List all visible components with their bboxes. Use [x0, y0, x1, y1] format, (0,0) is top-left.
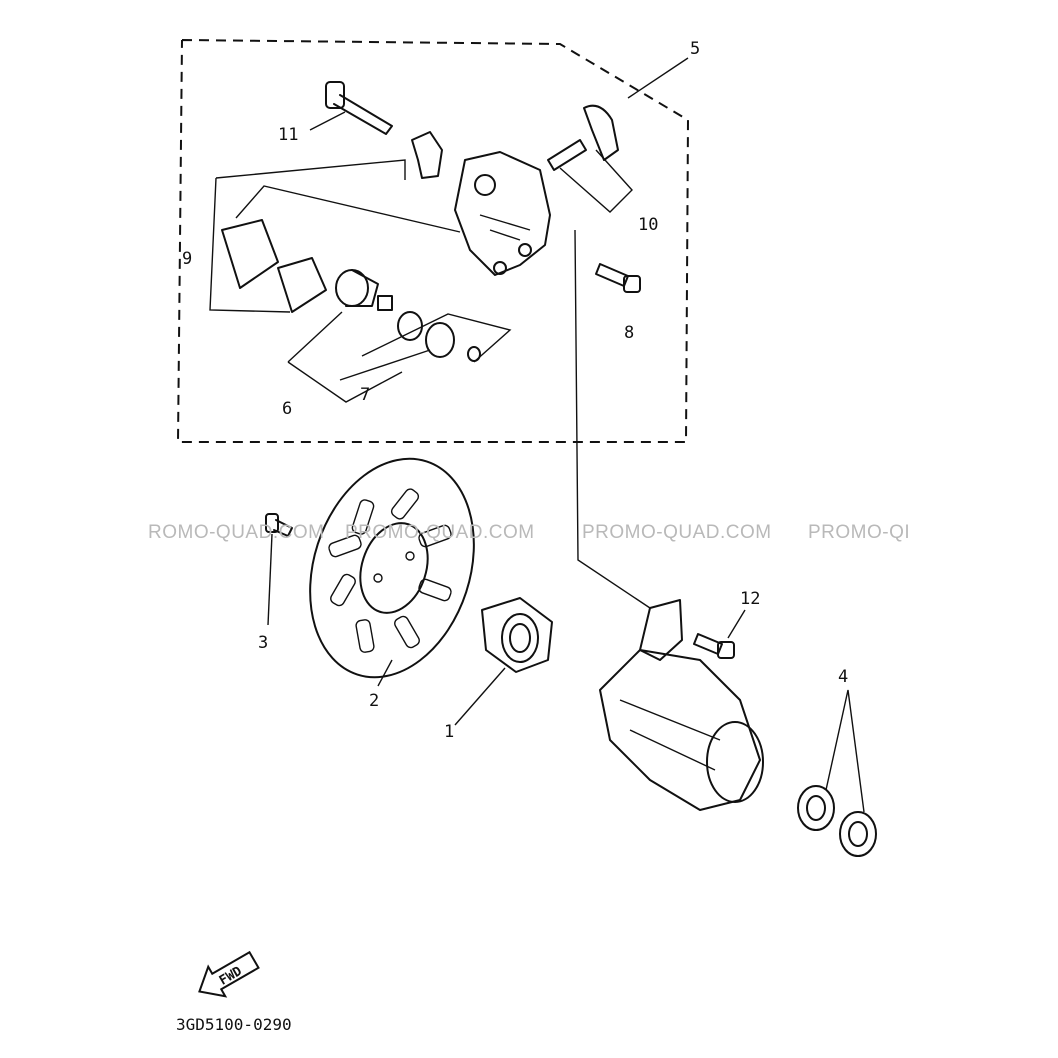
caliper-assembly-boundary: [176, 39, 690, 443]
watermark-2: PROMO-QUAD.COM: [345, 522, 535, 543]
watermark-1: ROMO-QUAD.COM: [148, 522, 324, 543]
callout-5: 5: [690, 39, 700, 59]
brake-pads: [221, 219, 327, 313]
callout-10: 10: [638, 215, 658, 235]
hub: [481, 597, 553, 673]
callout-1: 1: [444, 722, 454, 742]
callout-3: 3: [258, 633, 268, 653]
brake-disc: [309, 457, 475, 679]
mounting-bolt-8: [595, 263, 641, 293]
callout-9: 9: [182, 249, 192, 269]
watermark-4: PROMO-QI: [808, 522, 910, 543]
callout-7: 7: [360, 385, 370, 405]
disc-bolt: [265, 513, 293, 537]
mounting-bolt-12: [693, 633, 735, 659]
lock-nuts: [797, 785, 877, 857]
callout-12: 12: [740, 589, 760, 609]
watermark-3: PROMO-QUAD.COM: [582, 522, 772, 543]
pin-bolt: [325, 81, 393, 135]
bleed-screw: [547, 104, 619, 171]
callout-11: 11: [278, 125, 298, 145]
hub-housing: [599, 599, 764, 811]
caliper-body: [454, 151, 551, 276]
callout-8: 8: [624, 323, 634, 343]
callout-2: 2: [369, 691, 379, 711]
callout-6: 6: [282, 399, 292, 419]
diagram-code: 3GD5100-0290: [176, 1015, 292, 1034]
piston: [335, 269, 393, 311]
callout-4: 4: [838, 667, 848, 687]
fwd-arrow-icon: FWD: [198, 950, 260, 998]
